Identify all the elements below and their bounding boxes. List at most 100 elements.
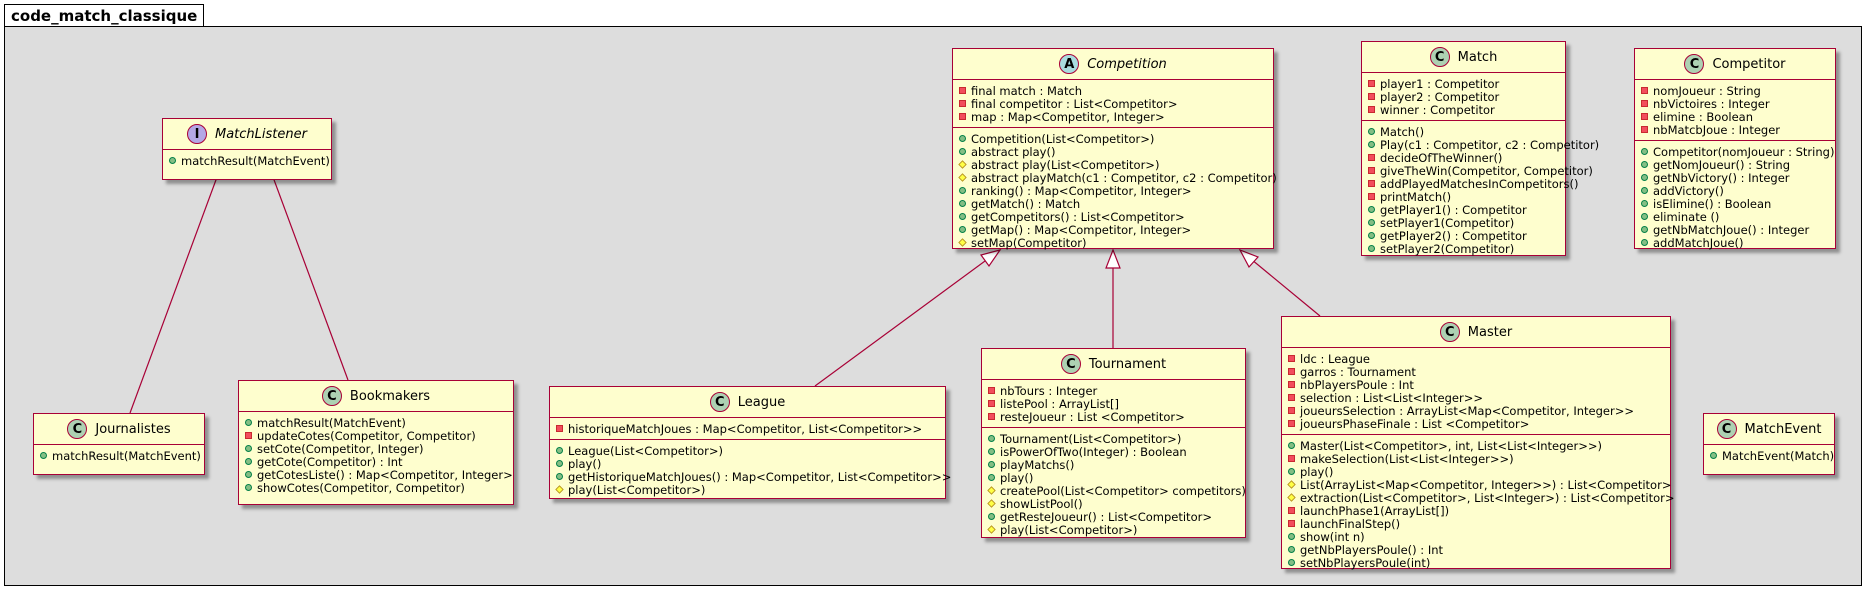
public-visibility-icon <box>988 448 995 455</box>
protected-visibility-icon <box>1287 480 1296 489</box>
class-icon: C <box>1684 54 1705 74</box>
private-visibility-icon <box>1641 87 1648 94</box>
private-visibility-icon <box>1641 113 1648 120</box>
class-league: C League historiqueMatchJoues : Map<Comp… <box>549 386 951 499</box>
method-row: getMatch() : Match <box>959 197 1267 211</box>
private-visibility-icon <box>1288 355 1295 362</box>
method-row: matchResult(MatchEvent) <box>40 449 201 463</box>
private-visibility-icon <box>1368 154 1375 161</box>
method-row: giveTheWin(Competitor, Competitor) <box>1368 164 1593 178</box>
method-row: play() <box>556 457 939 471</box>
arrowhead-league <box>979 249 1002 268</box>
fields-section: historiqueMatchJoues : Map<Competitor, L… <box>550 417 945 439</box>
protected-visibility-icon <box>987 525 996 534</box>
public-visibility-icon <box>1368 206 1375 213</box>
method-row: ranking() : Map<Competitor, Integer> <box>959 184 1267 198</box>
public-visibility-icon <box>556 460 563 467</box>
public-visibility-icon <box>1641 148 1648 155</box>
public-visibility-icon <box>959 135 966 142</box>
arrowhead-master <box>1238 248 1260 269</box>
private-visibility-icon <box>1288 420 1295 427</box>
method-row: isElimine() : Boolean <box>1641 197 1829 211</box>
method-row: makeSelection(List<List<Integer>>) <box>1288 452 1664 466</box>
method-row: getNomJoueur() : String <box>1641 158 1829 172</box>
public-visibility-icon <box>988 461 995 468</box>
protected-visibility-icon <box>987 486 996 495</box>
method-row: abstract playMatch(c1 : Competitor, c2 :… <box>958 171 1277 185</box>
method-row: show(int n) <box>1288 530 1664 544</box>
methods-section: MatchEvent(Match) <box>1704 444 1834 466</box>
public-visibility-icon <box>988 435 995 442</box>
method-row: getResteJoueur() : List<Competitor> <box>988 510 1239 524</box>
class-name: Tournament <box>1088 356 1167 372</box>
methods-section: matchResult(MatchEvent) <box>34 444 204 466</box>
private-visibility-icon <box>245 432 252 439</box>
class-icon: C <box>1060 354 1081 374</box>
public-visibility-icon <box>1368 245 1375 252</box>
class-name: Master <box>1467 324 1513 340</box>
class-header: C Journalistes <box>34 414 204 444</box>
private-visibility-icon <box>959 113 966 120</box>
fields-section: nbTours : Integer listePool : ArrayList[… <box>982 379 1245 427</box>
field-row: garros : Tournament <box>1288 365 1664 379</box>
class-name: League <box>737 394 786 410</box>
class-competition: A Competition final match : Match final … <box>952 48 1277 250</box>
public-visibility-icon <box>1288 468 1295 475</box>
private-visibility-icon <box>1288 407 1295 414</box>
method-row: getNbMatchJoue() : Integer <box>1641 223 1829 237</box>
class-icon: C <box>1439 322 1460 342</box>
method-row: abstract play() <box>959 145 1267 159</box>
field-row: joueursPhaseFinale : List <Competitor> <box>1288 417 1664 431</box>
field-row: listePool : ArrayList[] <box>988 397 1239 411</box>
private-visibility-icon <box>1368 93 1375 100</box>
method-row: getNbPlayersPoule() : Int <box>1288 543 1664 557</box>
public-visibility-icon <box>1710 452 1717 459</box>
method-row: Master(List<Competitor>, int, List<List<… <box>1288 439 1664 453</box>
method-row: createPool(List<Competitor> competitors) <box>987 484 1246 498</box>
protected-visibility-icon <box>987 499 996 508</box>
method-row: play(List<Competitor>) <box>987 523 1239 537</box>
public-visibility-icon <box>1368 219 1375 226</box>
public-visibility-icon <box>1368 128 1375 135</box>
public-visibility-icon <box>245 419 252 426</box>
method-row: matchResult(MatchEvent) <box>169 154 330 168</box>
method-row: Competitor(nomJoueur : String) <box>1641 145 1834 159</box>
methods-section: Tournament(List<Competitor>) isPowerOfTw… <box>982 427 1246 540</box>
method-row: playMatchs() <box>988 458 1239 472</box>
methods-section: Competitor(nomJoueur : String) getNomJou… <box>1635 140 1835 253</box>
interface-icon: I <box>187 124 207 144</box>
public-visibility-icon <box>1641 239 1648 246</box>
method-row: abstract play(List<Competitor>) <box>958 158 1267 172</box>
method-row: addMatchJoue() <box>1641 236 1829 250</box>
protected-visibility-icon <box>958 238 967 247</box>
method-row: play() <box>988 471 1239 485</box>
methods-section: matchResult(MatchEvent) updateCotes(Comp… <box>239 411 513 498</box>
method-row: League(List<Competitor>) <box>556 444 939 458</box>
class-header: C Match <box>1362 42 1565 72</box>
edge-league-competition <box>814 249 1001 387</box>
public-visibility-icon <box>959 200 966 207</box>
private-visibility-icon <box>1368 193 1375 200</box>
public-visibility-icon <box>245 445 252 452</box>
private-visibility-icon <box>1368 80 1375 87</box>
edge-bookmakers-matchlistener <box>262 149 349 381</box>
method-row: getCote(Competitor) : Int <box>245 455 507 469</box>
method-row: eliminate () <box>1641 210 1829 224</box>
public-visibility-icon <box>1641 213 1648 220</box>
class-header: C Master <box>1282 317 1670 347</box>
public-visibility-icon <box>959 148 966 155</box>
class-match: C Match player1 : Competitor player2 : C… <box>1361 41 1599 256</box>
method-row: getCotesListe() : Map<Competitor, Intege… <box>245 468 513 482</box>
method-row: launchPhase1(ArrayList[]) <box>1288 504 1664 518</box>
public-visibility-icon <box>40 452 47 459</box>
methods-section: Master(List<Competitor>, int, List<List<… <box>1282 434 1675 573</box>
field-row: selection : List<List<Integer>> <box>1288 391 1664 405</box>
public-visibility-icon <box>556 447 563 454</box>
method-row: setPlayer2(Competitor) <box>1368 242 1559 256</box>
method-row: setPlayer1(Competitor) <box>1368 216 1559 230</box>
class-header: C Tournament <box>982 349 1245 379</box>
package-name: code_match_classique <box>11 7 198 25</box>
private-visibility-icon <box>988 400 995 407</box>
class-icon: C <box>67 419 88 439</box>
method-row: MatchEvent(Match) <box>1710 449 1834 463</box>
